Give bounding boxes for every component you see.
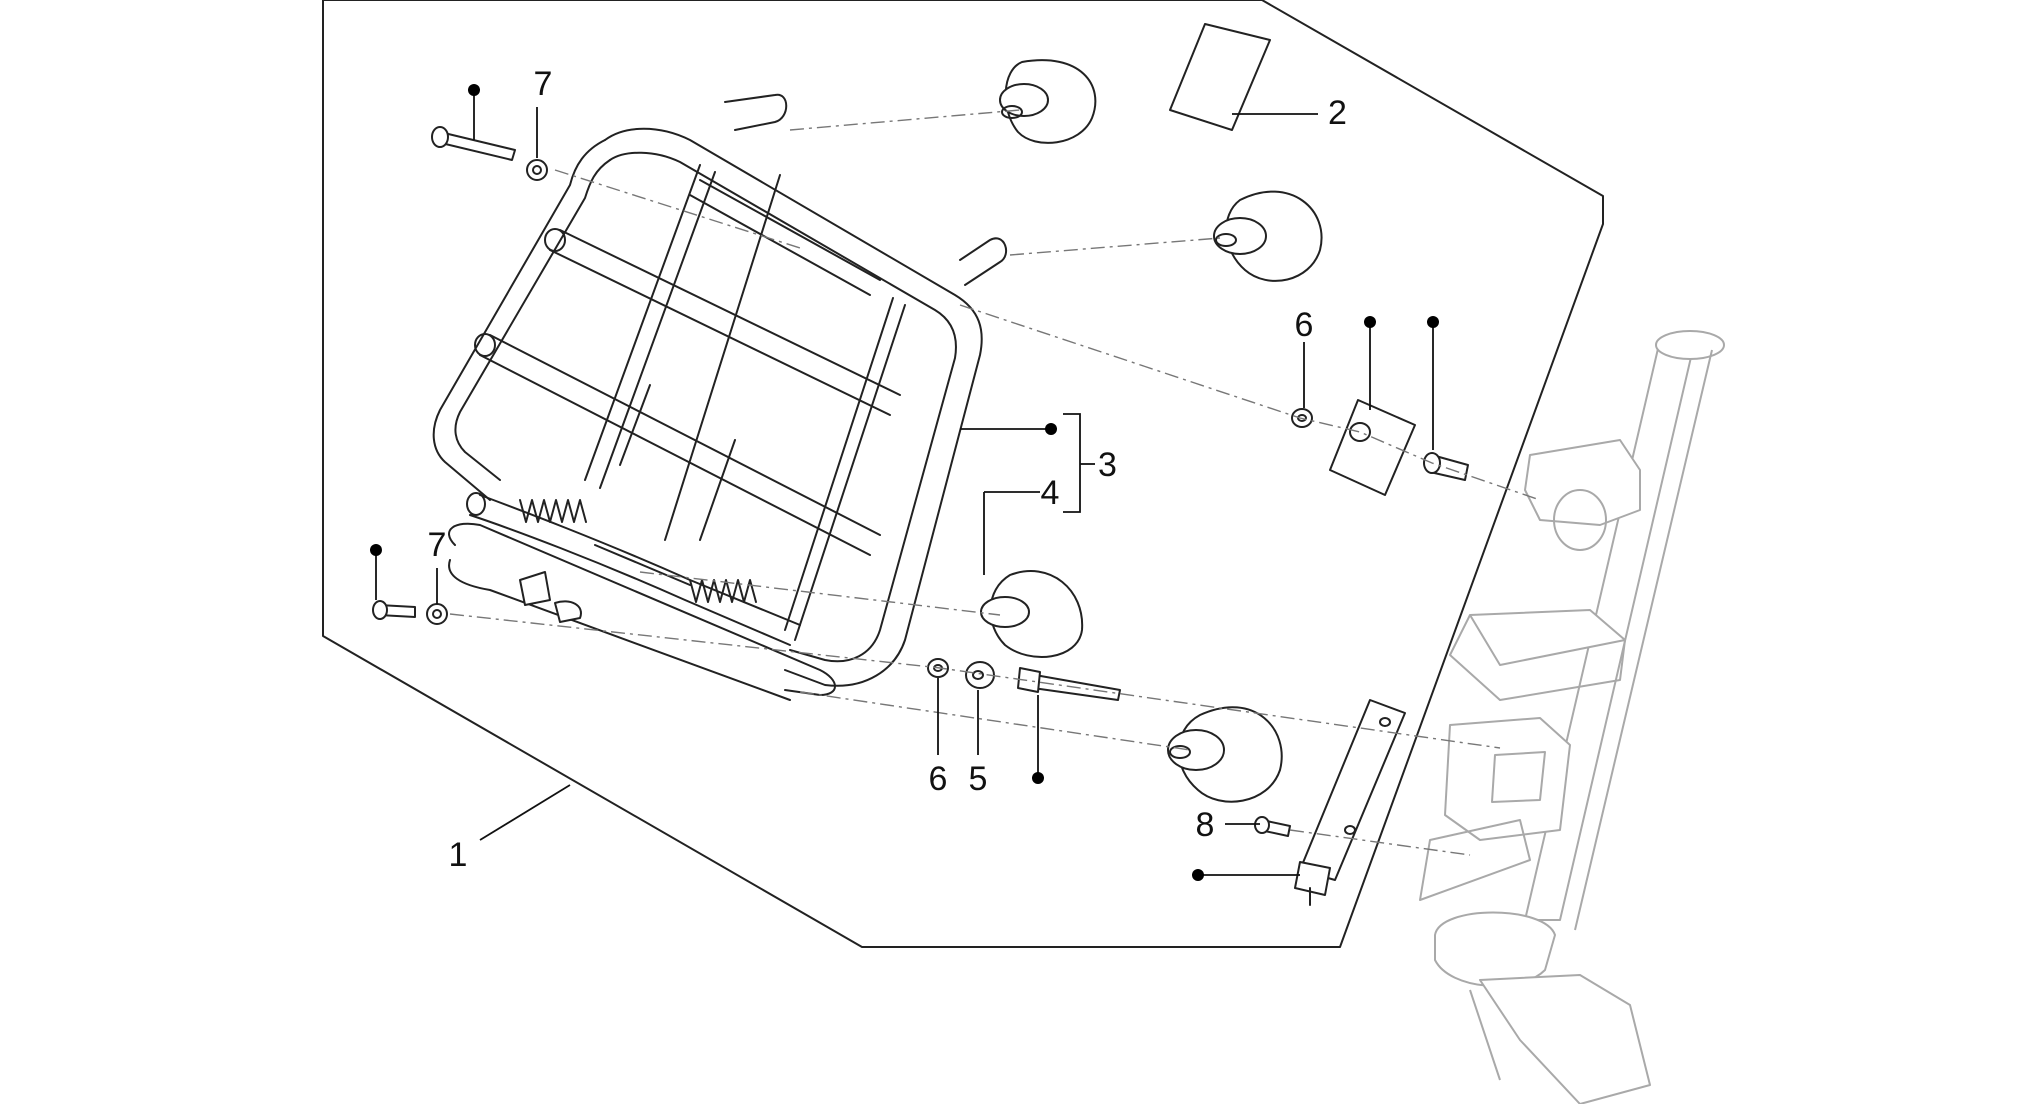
screw-8 [1254,816,1291,837]
reference-dots [370,84,1439,881]
callout-5: 5 [969,760,988,798]
callout-6-upper: 6 [1295,306,1314,344]
dot-screw-upper [468,84,480,96]
callout-7-lower: 7 [428,526,447,564]
grommet-upper-2 [1213,190,1323,282]
callout-7-upper: 7 [534,65,553,103]
leader-lines [375,95,1434,876]
callout-8: 8 [1196,806,1215,844]
dot-item-3 [1045,423,1057,435]
dot-screw-lower [370,544,382,556]
assembly-axes [449,109,1541,856]
grommet-middle [980,570,1084,658]
dot-bolt [1427,316,1439,328]
callout-1: 1 [449,836,468,874]
part-2-label-card [1169,23,1271,131]
washer-lower-left [426,603,448,625]
callout-3: 3 [1098,446,1117,484]
washer-upper-left [526,159,548,181]
part-1-front-rack [432,93,1008,701]
dot-pad [1364,316,1376,328]
callout-labels: 1 2 3 4 5 6 6 7 7 8 [428,65,1347,874]
grommet-upper-1 [999,59,1097,144]
steering-column-ghost [1419,330,1725,1104]
screw-lower-left [372,600,416,620]
callout-6-center: 6 [929,760,948,798]
screw-upper-left [431,126,516,161]
grommet-lower [1167,706,1283,803]
bushing-center-5 [965,661,995,689]
mounting-pad-upper-right [1329,399,1416,496]
bracket-lower-right [1294,699,1406,906]
dot-bracket [1192,869,1204,881]
bolt-upper-right [1423,452,1469,481]
assembly-boundary [322,0,1604,948]
dot-pin [1032,772,1044,784]
pin-center [1017,667,1121,701]
callout-4: 4 [1041,474,1060,512]
callout-2: 2 [1328,94,1347,132]
